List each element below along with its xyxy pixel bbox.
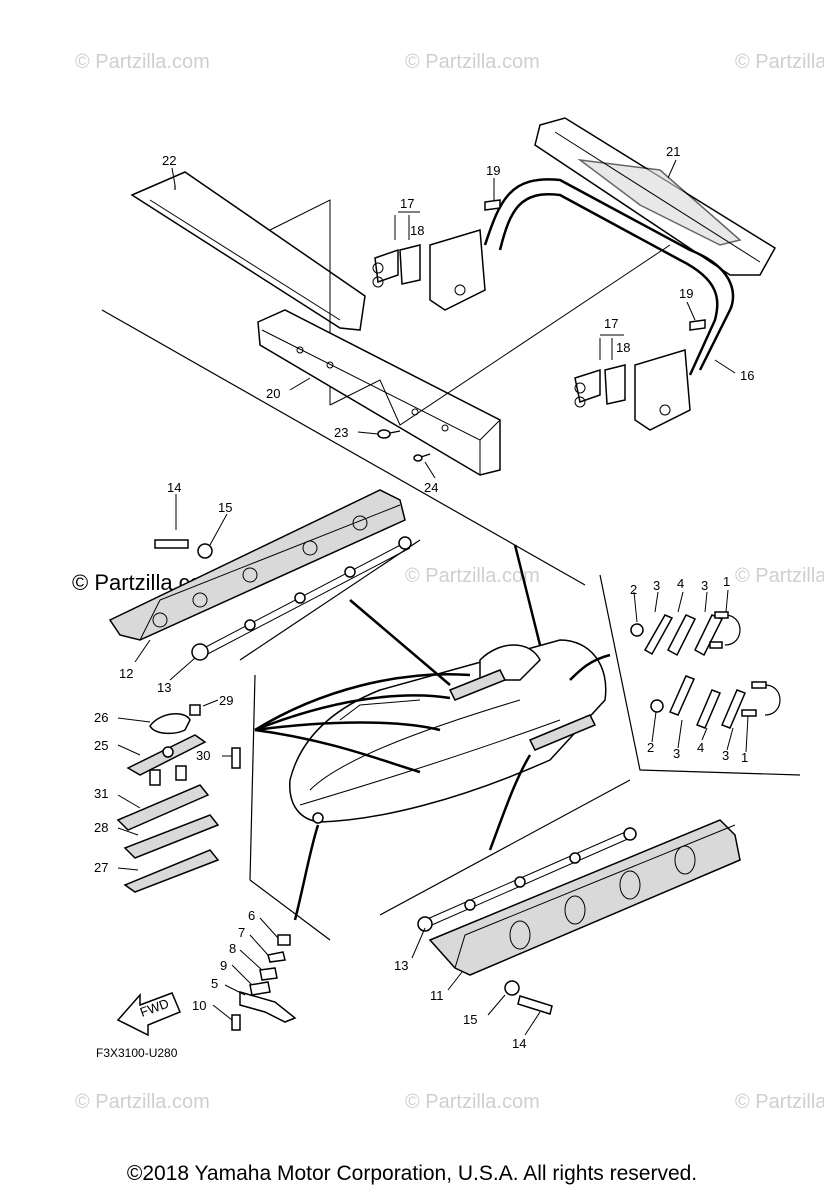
part-20-rail: [257, 309, 501, 476]
callout-18: 18: [410, 223, 424, 238]
callout-1: 1: [741, 750, 748, 765]
pointer-arrows: [254, 694, 451, 732]
pointer-arrows: [349, 599, 451, 686]
callout-3: 3: [653, 578, 660, 593]
callout-12: 12: [119, 666, 133, 681]
bolts-19: [484, 199, 706, 331]
leader-lines: [329, 244, 671, 426]
pointer-arrows: [569, 653, 611, 681]
callout-17: 17: [400, 196, 414, 211]
part-22-mat: [130, 171, 366, 331]
bolt-14-lower: [504, 980, 553, 1015]
hook-linkage: [231, 934, 297, 1031]
pointer-arrows: [254, 673, 471, 732]
callout-15: 15: [463, 1012, 477, 1027]
callout-10: 10: [192, 998, 206, 1013]
bolt-14-upper: [154, 539, 213, 559]
diagram-reference: F3X3100-U280: [96, 1046, 178, 1060]
part-11-step: [428, 819, 741, 976]
callout-11: 11: [430, 988, 444, 1003]
watercraft: [289, 639, 607, 824]
callout-17: 17: [604, 316, 618, 331]
cleat-assembly: [116, 704, 241, 893]
callout-23: 23: [334, 425, 348, 440]
callout-leaders: [117, 159, 749, 1036]
part-16-handle-bar: [483, 178, 735, 376]
watermark: © Partzilla.com: [405, 1091, 540, 1113]
watermark: © Partzilla.com: [75, 51, 210, 73]
callout-20: 20: [266, 386, 280, 401]
callout-8: 8: [229, 941, 236, 956]
callout-1: 1: [723, 574, 730, 589]
callout-16: 16: [740, 368, 754, 383]
part-13-rod-upper: [191, 536, 412, 661]
watermark: © Partzilla.com: [405, 565, 540, 587]
callout-9: 9: [220, 958, 227, 973]
callout-7: 7: [238, 925, 245, 940]
callout-6: 6: [248, 908, 255, 923]
callout-2: 2: [630, 582, 637, 597]
watermark: © Partzilla.com: [405, 51, 540, 73]
callout-19: 19: [679, 286, 693, 301]
watermark: © Partzilla.com: [735, 1091, 824, 1113]
callout-4: 4: [677, 576, 684, 591]
callout-30: 30: [196, 748, 210, 763]
pointer-arrows: [488, 754, 532, 851]
callout-3: 3: [673, 746, 680, 761]
callout-15: 15: [218, 500, 232, 515]
callout-14: 14: [167, 480, 181, 495]
callout-25: 25: [94, 738, 108, 753]
watermark: © Partzilla.com: [735, 51, 824, 73]
pointer-arrows: [293, 824, 320, 921]
callout-21: 21: [666, 144, 680, 159]
callout-labels: 22 21 19 17 18 19 17 18 16 20 23 24 14 1…: [94, 144, 754, 1051]
callout-31: 31: [94, 786, 108, 801]
pointer-arrows: [254, 721, 441, 732]
callout-5: 5: [211, 976, 218, 991]
fwd-arrow: FWD: [116, 992, 181, 1037]
part-12-step: [108, 489, 406, 641]
callout-29: 29: [219, 693, 233, 708]
callout-4: 4: [697, 740, 704, 755]
callout-3: 3: [722, 748, 729, 763]
watermarks: © Partzilla.com © Partzilla.com © Partzi…: [72, 51, 824, 1113]
pointer-arrows: [254, 728, 421, 774]
bracket-lower: [574, 349, 691, 431]
callout-13: 13: [157, 680, 171, 695]
watermark: © Partzilla.com: [735, 565, 824, 587]
callout-3: 3: [701, 578, 708, 593]
callout-27: 27: [94, 860, 108, 875]
copyright-notice: ©2018 Yamaha Motor Corporation, U.S.A. A…: [126, 1162, 698, 1185]
callout-13: 13: [394, 958, 408, 973]
callout-22: 22: [162, 153, 176, 168]
callout-14: 14: [512, 1036, 526, 1051]
callout-28: 28: [94, 820, 108, 835]
callout-2: 2: [647, 740, 654, 755]
clip-set-upper: [630, 611, 741, 657]
part-21-handle-pad: [534, 117, 777, 276]
part-13-rod-lower: [417, 827, 637, 932]
callout-24: 24: [424, 480, 438, 495]
callout-19: 19: [486, 163, 500, 178]
section-dividers: [101, 309, 801, 941]
bracket-upper: [372, 229, 486, 311]
callout-26: 26: [94, 710, 108, 725]
watermark: © Partzilla.com: [75, 1091, 210, 1113]
clip-set-lower: [650, 675, 781, 729]
screws-23-24: [377, 429, 431, 462]
callout-18: 18: [616, 340, 630, 355]
pointer-arrows: [513, 544, 542, 646]
